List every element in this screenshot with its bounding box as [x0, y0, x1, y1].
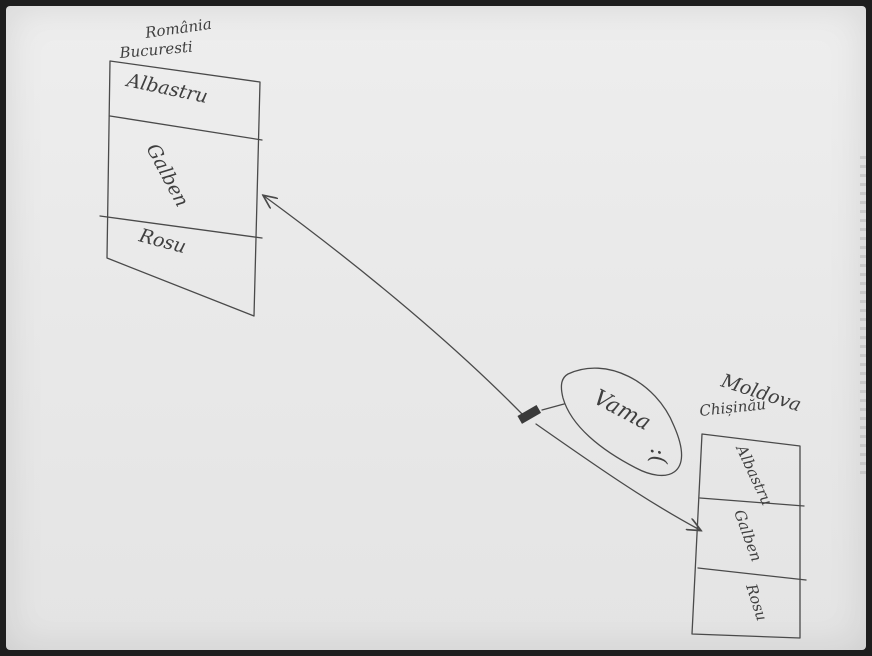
border-barrier-icon	[517, 405, 542, 424]
right-table-border	[691, 433, 801, 639]
customs-label: Vama	[589, 385, 655, 436]
customs-bubble: Vama :(	[560, 367, 683, 477]
left-table-row-blue: Albastru	[123, 69, 210, 108]
left-table-row-yellow: Galben	[142, 140, 193, 211]
right-table-row-blue: Albastru	[732, 440, 777, 508]
right-table-title-city: Chișinău	[699, 395, 767, 420]
left-table: România Bucuresti Albastru Galben Rosu	[99, 15, 263, 317]
right-table-divider-2	[697, 567, 807, 581]
left-table-divider-1	[109, 115, 263, 141]
border-arrow	[264, 196, 700, 530]
arrow-to-romania	[264, 196, 527, 419]
bubble-pointer	[541, 403, 565, 411]
left-table-row-red: Rosu	[136, 224, 189, 258]
paper-sheet: România Bucuresti Albastru Galben Rosu V…	[6, 6, 866, 650]
customs-bubble-outline	[560, 367, 683, 477]
sad-face-icon: :(	[645, 448, 670, 464]
left-table-title-city: Bucuresti	[118, 38, 194, 62]
left-table-divider-2	[99, 215, 263, 239]
paper-edge-bleed	[860, 156, 866, 476]
right-table-divider-1	[699, 497, 805, 507]
right-table-row-red: Rosu	[742, 581, 771, 623]
flag-diagram: România Bucuresti Albastru Galben Rosu V…	[99, 15, 807, 639]
left-table-border	[106, 60, 261, 317]
arrow-to-moldova	[535, 423, 700, 530]
right-table-row-yellow: Galben	[730, 507, 765, 564]
right-table: Moldova Chișinău Albastru Galben Rosu	[691, 370, 807, 639]
